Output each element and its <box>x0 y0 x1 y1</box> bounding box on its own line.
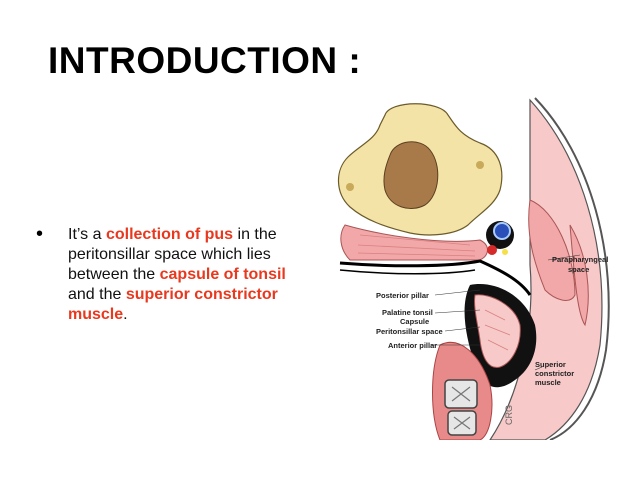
parapharyngeal-muscle <box>569 224 589 327</box>
label-parapharyngeal: Parapharyngeal <box>552 255 608 264</box>
emphasis-superior-constrictor: superior constrictor muscle <box>68 286 278 323</box>
bullet-text: It’s a collection of pus in the peritons… <box>68 225 313 325</box>
label-anterior-pillar: Anterior pillar <box>388 341 437 350</box>
leader-line <box>547 254 581 261</box>
label-capsule: Capsule <box>400 317 429 326</box>
emphasis-capsule-of-tonsil: capsule of tonsil <box>159 266 286 283</box>
muscle-striations <box>357 234 476 257</box>
jugular-vein <box>493 222 511 240</box>
emphasis-collection-of-pus: collection of pus <box>105 226 234 243</box>
label-parapharyngeal-space: space <box>568 265 589 274</box>
label-peritonsillar-space: Peritonsillar space <box>376 327 443 336</box>
leader-line <box>534 366 543 371</box>
bullet-text-part: in the peritonsillar space which lies be… <box>68 226 277 283</box>
fascia-line <box>339 269 476 275</box>
fascia-line <box>339 259 532 296</box>
bullet-symbol: • <box>36 223 44 245</box>
carotid-artery <box>487 245 497 255</box>
bullet-text-part: It’s a <box>68 226 106 243</box>
prevertebral-muscle <box>340 224 488 261</box>
tooth-detail <box>451 386 471 402</box>
label-posterior-pillar: Posterior pillar <box>376 291 429 300</box>
palatine-tonsil <box>474 294 521 368</box>
label-palatine-tonsil: Palatine tonsil <box>382 308 433 317</box>
label-muscle: muscle <box>535 378 561 387</box>
outer-outline <box>534 97 610 440</box>
leader-line <box>434 309 481 314</box>
leader-line <box>444 326 481 332</box>
illustrator-signature: CRG <box>504 405 514 425</box>
label-superior: Superior <box>535 360 566 369</box>
nerve <box>502 249 508 255</box>
vertebra-dot <box>476 161 484 169</box>
tonsil-crypts <box>484 309 511 351</box>
bullet-text-part: and the <box>68 286 126 303</box>
parapharyngeal-muscle <box>528 199 576 301</box>
vertebral-body <box>383 141 439 209</box>
leader-line <box>434 289 481 296</box>
label-constrictor: constrictor <box>535 369 574 378</box>
tooth-detail <box>453 416 471 430</box>
vertebra-dot <box>346 183 354 191</box>
slide-title: INTRODUCTION : <box>48 40 362 81</box>
peritonsillar-anatomy-illustration: Parapharyngeal space Posterior pillar Pa… <box>337 97 610 440</box>
bullet-text-part: . <box>123 306 128 323</box>
